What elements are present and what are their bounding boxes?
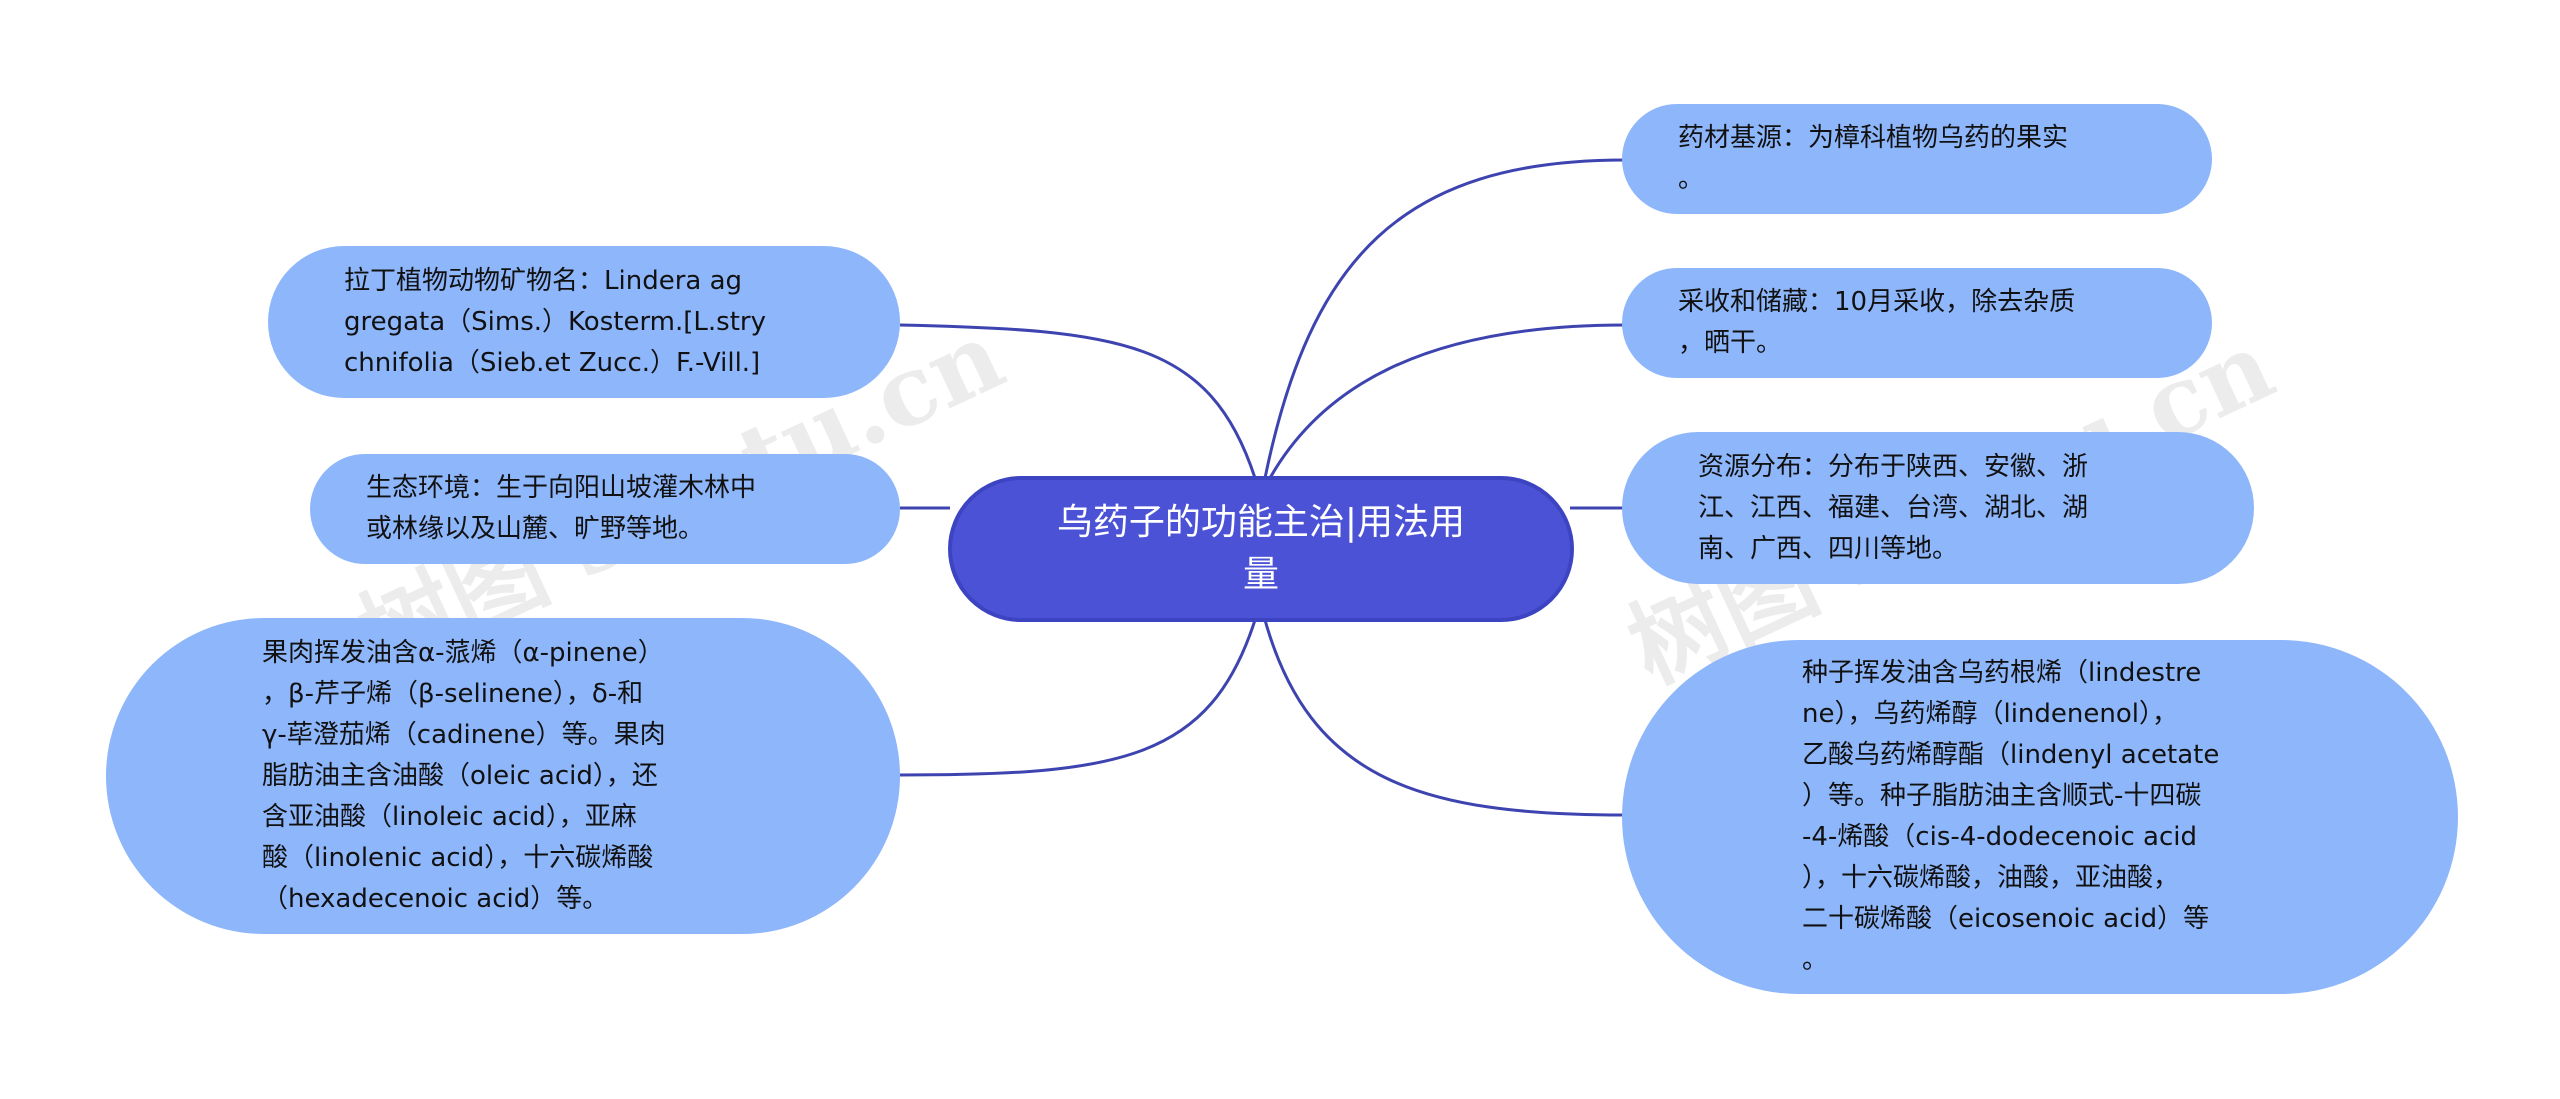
topic-latin-name[interactable]: 拉丁植物动物矿物名：Lindera ag gregata（Sims.）Koste… <box>268 246 900 398</box>
central-topic-label: 乌药子的功能主治|用法用 量 <box>1056 502 1466 595</box>
topic-harvest[interactable]: 采收和储藏：10月采收，除去杂质 ，晒干。 <box>1622 268 2212 378</box>
topic-harvest-label: 采收和储藏：10月采收，除去杂质 ，晒干。 <box>1678 287 2076 358</box>
central-topic[interactable]: 乌药子的功能主治|用法用 量 <box>948 476 1574 622</box>
link-latin-name <box>899 323 1257 479</box>
topic-ecology[interactable]: 生态环境：生于向阳山坡灌木林中 或林缘以及山麓、旷野等地。 <box>310 454 900 564</box>
topic-fruit-oil-label: 果肉挥发油含α-蒎烯（α-pinene） ，β-芹子烯（β-selinene），… <box>262 637 666 914</box>
topic-distribution-label: 资源分布：分布于陕西、安徽、浙 江、江西、福建、台湾、湖北、湖 南、广西、四川等… <box>1698 451 2089 564</box>
link-fruit-oil <box>899 619 1257 777</box>
topic-source[interactable]: 药材基源：为樟科植物乌药的果实 。 <box>1622 104 2212 214</box>
topic-fruit-oil[interactable]: 果肉挥发油含α-蒎烯（α-pinene） ，β-芹子烯（β-selinene），… <box>106 618 900 934</box>
topic-seed-oil-label: 种子挥发油含乌药根烯（lindestre ne），乌药烯醇（lindenenol… <box>1802 658 2220 975</box>
link-source <box>1263 158 1626 479</box>
topic-latin-name-label: 拉丁植物动物矿物名：Lindera ag gregata（Sims.）Koste… <box>344 265 766 378</box>
link-seed-oil <box>1263 619 1626 817</box>
topic-distribution[interactable]: 资源分布：分布于陕西、安徽、浙 江、江西、福建、台湾、湖北、湖 南、广西、四川等… <box>1622 432 2254 584</box>
topic-seed-oil[interactable]: 种子挥发油含乌药根烯（lindestre ne），乌药烯醇（lindenenol… <box>1622 640 2458 994</box>
topic-ecology-label: 生态环境：生于向阳山坡灌木林中 或林缘以及山麓、旷野等地。 <box>366 473 757 544</box>
link-harvest <box>1268 323 1626 479</box>
topic-source-label: 药材基源：为樟科植物乌药的果实 。 <box>1678 123 2069 194</box>
